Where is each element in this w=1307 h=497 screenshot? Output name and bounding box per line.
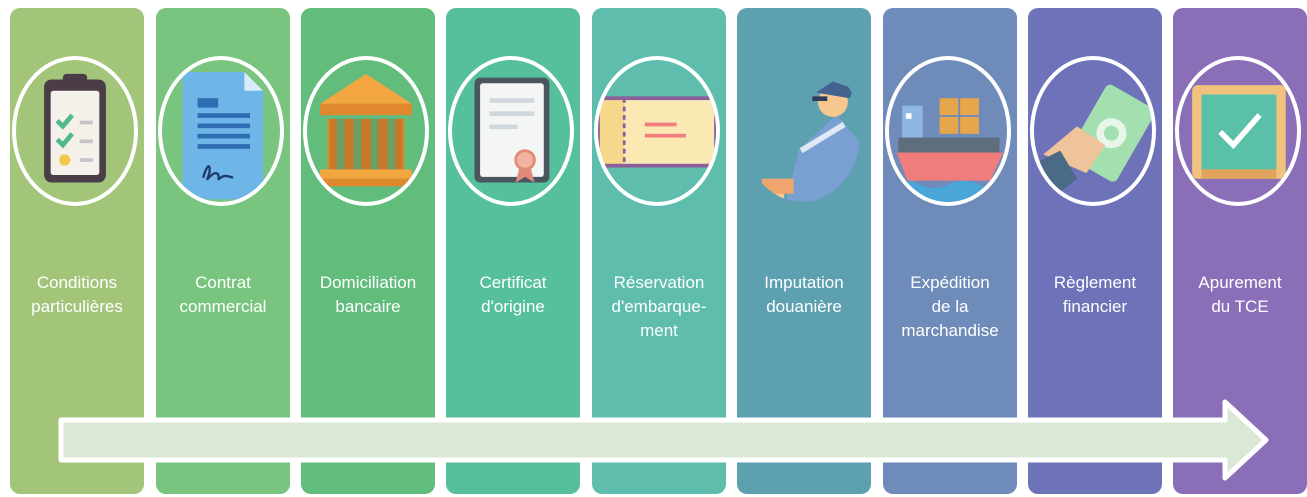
signed-contract-icon — [158, 56, 284, 206]
validated-document-icon — [1175, 56, 1301, 206]
bank-building-icon — [303, 56, 429, 206]
ticket-icon — [594, 56, 720, 206]
cargo-ship-icon — [885, 56, 1011, 206]
checklist-clipboard-icon — [12, 56, 138, 206]
customs-officer-icon — [739, 56, 865, 206]
certificate-icon — [448, 56, 574, 206]
payment-hand-icon — [1030, 56, 1156, 206]
